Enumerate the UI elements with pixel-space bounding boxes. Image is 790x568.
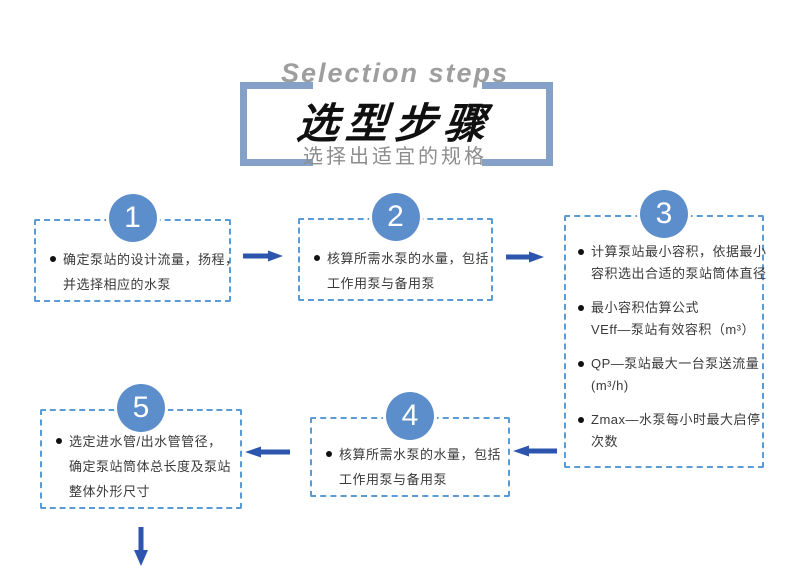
step-1-number-badge: 1 <box>108 194 157 242</box>
step-text-line: (m³/h) <box>591 378 629 393</box>
bullet-icon <box>50 256 56 262</box>
step-text-line: 核算所需水泵的水量，包括 <box>339 447 502 462</box>
step-2-number-badge: 2 <box>371 193 420 241</box>
step-text-line: 核算所需水泵的水量，包括 <box>327 251 490 266</box>
step-text-line: 最小容积估算公式 <box>591 300 700 315</box>
bullet-icon <box>314 255 320 261</box>
arrow-left-icon <box>513 443 557 459</box>
step-5-box: 5 选定进水管/出水管管径， 确定泵站筒体总长度及泵站 整体外形尺寸 <box>40 384 242 509</box>
bullet-icon <box>326 451 332 457</box>
step-text-line: 工作用泵与备用泵 <box>339 472 448 487</box>
bullet-icon <box>578 249 584 255</box>
step-text-line: 容积选出合适的泵站筒体直径 <box>591 266 767 281</box>
step-text-line: VEff—泵站有效容积（m³） <box>591 322 755 337</box>
bullet-icon <box>56 438 62 444</box>
arrow-left-icon <box>245 444 290 460</box>
bracket-left-decoration <box>240 82 313 166</box>
step-text-line: QP—泵站最大一台泵送流量 <box>591 356 760 371</box>
step-text-line: 并选择相应的水泵 <box>63 277 172 292</box>
step-text-line: 确定泵站筒体总长度及泵站 <box>69 459 232 474</box>
step-1-box: 1 确定泵站的设计流量，扬程， 并选择相应的水泵 <box>34 194 239 302</box>
step-4-number-badge: 4 <box>386 392 434 440</box>
title-english: Selection steps <box>280 58 510 88</box>
step-5-number-badge: 5 <box>117 384 165 432</box>
arrow-right-icon <box>506 249 544 265</box>
step-text-line: 次数 <box>591 434 619 449</box>
step-text-line: 计算泵站最小容积，依据最小 <box>591 244 767 259</box>
step-text-line: 选定进水管/出水管管径， <box>69 434 222 449</box>
step-3-box: 3 计算泵站最小容积，依据最小 容积选出合适的泵站筒体直径 最小容积估算公式 V… <box>564 190 767 468</box>
bullet-icon <box>578 417 584 423</box>
step-text-line: 整体外形尺寸 <box>69 484 151 499</box>
step-text-line: 工作用泵与备用泵 <box>327 276 436 291</box>
page-subtitle: 选择出适宜的规格 <box>303 146 487 168</box>
step-3-number-badge: 3 <box>640 190 688 238</box>
step-4-box: 4 核算所需水泵的水量，包括 工作用泵与备用泵 <box>310 392 510 497</box>
step-2-box: 2 核算所需水泵的水量，包括 工作用泵与备用泵 <box>298 193 493 301</box>
arrow-down-icon <box>132 527 150 566</box>
bracket-right-decoration <box>482 82 553 166</box>
step-text-line: Zmax—水泵每小时最大启停 <box>591 412 761 427</box>
bullet-icon <box>578 361 584 367</box>
bullet-icon <box>578 305 584 311</box>
step-text-line: 确定泵站的设计流量，扬程， <box>63 252 239 267</box>
arrow-right-icon <box>243 248 283 264</box>
